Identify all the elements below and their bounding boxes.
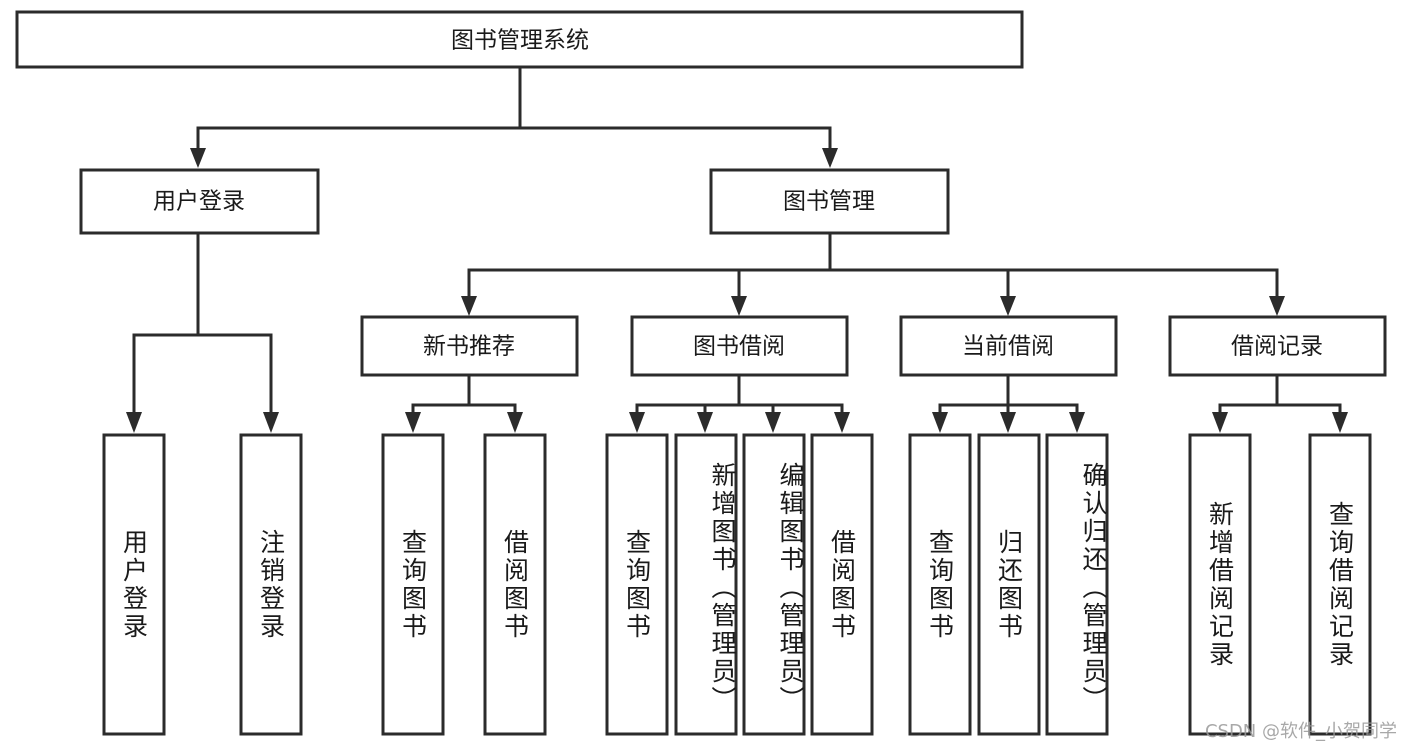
connector-group-book-management — [461, 231, 1285, 316]
arrowhead-bb-2 — [697, 412, 713, 433]
node-label-title: 图书管理系统 — [451, 28, 589, 54]
arrowhead-cb-3 — [1069, 412, 1085, 433]
node-label-book-borrow: 图书借阅 — [693, 334, 785, 360]
node-box-leaf-query-record[interactable] — [1308, 433, 1372, 736]
arrowhead-bm-2 — [731, 296, 747, 316]
connector-group-root — [190, 65, 838, 168]
node-box-leaf-edit-book[interactable] — [742, 433, 806, 736]
node-label-borrow-record: 借阅记录 — [1231, 334, 1323, 360]
arrowhead-bm-4 — [1269, 296, 1285, 316]
node-box-borrow-record[interactable] — [1168, 315, 1387, 377]
watermark-text: CSDN @软件_小贺同学 — [1204, 721, 1397, 742]
node-box-leaf-user-logout[interactable] — [239, 433, 303, 736]
node-box-leaf-add-record[interactable] — [1188, 433, 1252, 736]
node-box-book-borrow[interactable] — [630, 315, 849, 377]
connector-group-borrow-record — [1212, 373, 1348, 433]
node-box-leaf-query-book-2[interactable] — [605, 433, 669, 736]
arrowhead-nbr-2 — [507, 412, 523, 433]
arrowhead-cb-1 — [932, 412, 948, 433]
connector-group-user-login — [126, 231, 279, 433]
node-box-user-login[interactable] — [79, 168, 320, 235]
connector-group-book-borrow — [629, 373, 850, 433]
node-box-leaf-user-login[interactable] — [102, 433, 166, 736]
arrowhead-br-1 — [1212, 412, 1228, 433]
node-box-leaf-borrow-book-1[interactable] — [483, 433, 547, 736]
connector-group-current-borrow — [932, 373, 1085, 433]
node-box-new-book-recommend[interactable] — [360, 315, 579, 377]
arrowhead-user-login-1 — [126, 412, 142, 433]
node-box-leaf-query-book-3[interactable] — [908, 433, 972, 736]
node-box-leaf-confirm-return[interactable] — [1045, 433, 1109, 736]
node-label-book-management: 图书管理 — [783, 189, 875, 215]
arrowhead-bb-3 — [765, 412, 781, 433]
arrowhead-bb-1 — [629, 412, 645, 433]
arrowhead-bb-4 — [834, 412, 850, 433]
arrowhead-bm-3 — [1000, 296, 1016, 316]
node-box-title[interactable] — [15, 10, 1024, 69]
arrowhead-cb-2 — [1000, 412, 1016, 433]
arrowhead-bm-1 — [461, 296, 477, 316]
arrowhead-root-to-book-management — [822, 148, 838, 168]
node-box-leaf-add-book[interactable] — [674, 433, 738, 736]
node-label-current-borrow: 当前借阅 — [962, 334, 1054, 360]
arrowhead-br-2 — [1332, 412, 1348, 433]
node-box-leaf-borrow-book-2[interactable] — [810, 433, 874, 736]
node-box-leaf-query-book-1[interactable] — [381, 433, 445, 736]
node-box-current-borrow[interactable] — [899, 315, 1118, 377]
connector-group-new-book-recommend — [405, 373, 523, 433]
node-label-new-book-recommend: 新书推荐 — [423, 334, 515, 360]
node-label-user-login: 用户登录 — [153, 189, 245, 215]
arrowhead-user-login-2 — [263, 412, 279, 433]
arrowhead-nbr-1 — [405, 412, 421, 433]
arrowhead-root-to-user-login — [190, 148, 206, 168]
node-box-leaf-return-book[interactable] — [977, 433, 1041, 736]
node-box-book-management[interactable] — [709, 168, 950, 235]
